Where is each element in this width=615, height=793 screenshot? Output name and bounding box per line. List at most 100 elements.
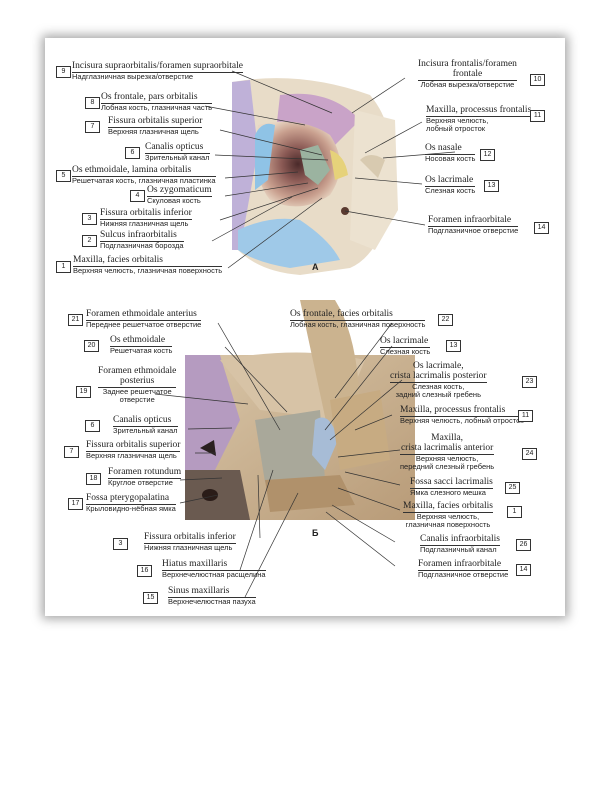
label-crista-lacrimalis-posterior: Os lacrimale, crista lacrimalis posterio… [390, 361, 487, 399]
label-number: 13 [484, 180, 499, 192]
label-fissura-orbitalis-superior-b: Fissura orbitalis superior Верхняя глазн… [86, 440, 181, 460]
label-latin: Foramen rotundum [108, 467, 182, 479]
label-russian: Заднее решетчатое [102, 386, 172, 396]
label-latin: Fossa pterygopalatina [86, 493, 176, 505]
label-russian: Крыловидно-нёбная ямка [86, 503, 176, 513]
label-number: 8 [85, 97, 100, 109]
label-number: 4 [130, 190, 145, 202]
label-number: 26 [516, 539, 531, 551]
label-russian: Верхняя глазничная щель [108, 126, 199, 136]
label-latin: Os frontale, facies orbitalis [290, 309, 426, 321]
label-maxilla-processus-frontalis: Maxilla, processus frontalis Верхняя чел… [426, 105, 532, 133]
label-number: 10 [530, 74, 545, 86]
label-foramen-ethmoidale-anterius: Foramen ethmoidale anterius Переднее реш… [86, 309, 202, 329]
label-number: 6 [125, 147, 140, 159]
label-number: 7 [64, 446, 79, 458]
label-number: 13 [446, 340, 461, 352]
label-russian: Надглазничная вырезка/отверстие [72, 71, 194, 81]
label-russian: Верхняя глазничная щель [86, 450, 177, 460]
label-russian: Решетчатая кость [110, 345, 173, 355]
label-latin: Sulcus infraorbitalis [100, 230, 184, 242]
label-latin: posterius [98, 376, 177, 388]
label-russian: Нижняя глазничная щель [100, 218, 189, 228]
label-latin: Maxilla, processus frontalis [426, 105, 532, 117]
label-number: 17 [68, 498, 83, 510]
label-latin: Fissura orbitalis superior [86, 440, 181, 452]
label-fossa-sacci-lacrimalis: Fossa sacci lacrimalis Ямка слезного меш… [410, 477, 493, 497]
skull-orbit-anterior-view [232, 78, 398, 275]
label-latin: Os nasale [425, 143, 476, 155]
label-russian: Верхняя челюсть, глазничная поверхность [73, 265, 223, 275]
label-os-zygomaticum: Os zygomaticum Скуловая кость [147, 185, 212, 205]
label-number: 6 [85, 420, 100, 432]
panel-a-letter: A [312, 262, 319, 272]
label-number: 23 [522, 376, 537, 388]
label-latin: Maxilla, [431, 433, 464, 443]
label-latin: Os lacrimale [425, 175, 476, 187]
label-latin: frontale [418, 69, 517, 81]
panel-b-leader-lines [154, 322, 403, 598]
label-sulcus-infraorbitalis: Sulcus infraorbitalis Подглазничная боро… [100, 230, 184, 250]
label-fissura-orbitalis-inferior-b: Fissura orbitalis inferior Нижняя глазни… [144, 532, 236, 552]
label-number: 1 [56, 261, 71, 273]
label-os-ethmoidale-lamina-orbitalis: Os ethmoidale, lamina orbitalis Решетчат… [72, 165, 216, 185]
label-russian: лобный отросток [426, 123, 486, 133]
label-russian: Подглазничное отверстие [428, 225, 519, 235]
label-latin: Maxilla, facies orbitalis [403, 501, 493, 513]
label-russian: Верхняя челюсть, [426, 115, 489, 125]
label-russian: Подглазничное отверстие [418, 569, 509, 579]
label-latin: Incisura frontalis/foramen [418, 59, 517, 69]
label-latin: Hiatus maxillaris [162, 559, 266, 571]
label-foramen-rotundum: Foramen rotundum Круглое отверстие [108, 467, 182, 487]
orbit-medial-wall-view [185, 300, 415, 520]
label-russian: Зрительный канал [113, 425, 178, 435]
label-latin: Fissura orbitalis superior [108, 116, 203, 128]
label-number: 2 [82, 235, 97, 247]
label-hiatus-maxillaris: Hiatus maxillaris Верхнечелюстная расщел… [162, 559, 266, 579]
label-russian: Лобная кость, глазничная часть [101, 102, 212, 112]
label-number: 25 [505, 482, 520, 494]
label-number: 15 [143, 592, 158, 604]
label-foramen-infraorbitale-b: Foramen infraorbitale Подглазничное отве… [418, 559, 509, 579]
label-latin: Sinus maxillaris [168, 586, 256, 598]
label-number: 3 [82, 213, 97, 225]
label-incisura-supraorbitalis: Incisura supraorbitalis/foramen supraorb… [72, 61, 243, 81]
label-fossa-pterygopalatina: Fossa pterygopalatina Крыловидно-нёбная … [86, 493, 176, 513]
label-latin: Incisura supraorbitalis/foramen supraorb… [72, 61, 243, 73]
label-russian: отверстие [119, 394, 155, 404]
label-latin: Os ethmoidale [110, 335, 173, 347]
label-latin: Canalis infraorbitalis [420, 534, 500, 546]
label-number: 9 [56, 66, 71, 78]
label-russian: задний слезный гребень [395, 389, 481, 399]
label-latin: Os ethmoidale, lamina orbitalis [72, 165, 216, 177]
label-russian: Слезная кость [425, 185, 476, 195]
label-russian: Лобная кость, глазничная поверхность [290, 319, 426, 329]
label-number: 19 [76, 386, 91, 398]
label-russian: Лобная вырезка/отверстие [420, 79, 515, 89]
label-latin: Fissura orbitalis inferior [100, 208, 192, 220]
label-number: 20 [84, 340, 99, 352]
label-russian: глазничная поверхность [405, 519, 491, 529]
label-canalis-infraorbitalis: Canalis infraorbitalis Подглазничный кан… [420, 534, 500, 554]
label-incisura-frontalis: Incisura frontalis/foramen frontale Лобн… [418, 59, 517, 89]
label-number: 16 [137, 565, 152, 577]
label-number: 22 [438, 314, 453, 326]
label-russian: Верхнечелюстная расщелина [162, 569, 266, 579]
label-number: 3 [113, 538, 128, 550]
panel-b-letter: Б [312, 528, 319, 538]
label-number: 24 [522, 448, 537, 460]
label-os-nasale: Os nasale Носовая кость [425, 143, 476, 163]
label-latin: crista lacrimalis posterior [390, 370, 487, 383]
label-number: 1 [507, 506, 522, 518]
label-number: 21 [68, 314, 83, 326]
label-latin: Fossa sacci lacrimalis [410, 477, 493, 489]
label-russian: Зрительный канал [145, 152, 210, 162]
label-latin: Foramen ethmoidale anterius [86, 309, 202, 321]
label-number: 7 [85, 121, 100, 133]
label-maxilla-facies-orbitalis: Maxilla, facies orbitalis Верхняя челюст… [73, 255, 223, 275]
label-russian: Ямка слезного мешка [410, 487, 486, 497]
label-fissura-orbitalis-superior: Fissura orbitalis superior Верхняя глазн… [108, 116, 203, 136]
label-crista-lacrimalis-anterior: Maxilla, crista lacrimalis anterior Верх… [400, 433, 495, 471]
label-russian: Нижняя глазничная щель [144, 542, 233, 552]
